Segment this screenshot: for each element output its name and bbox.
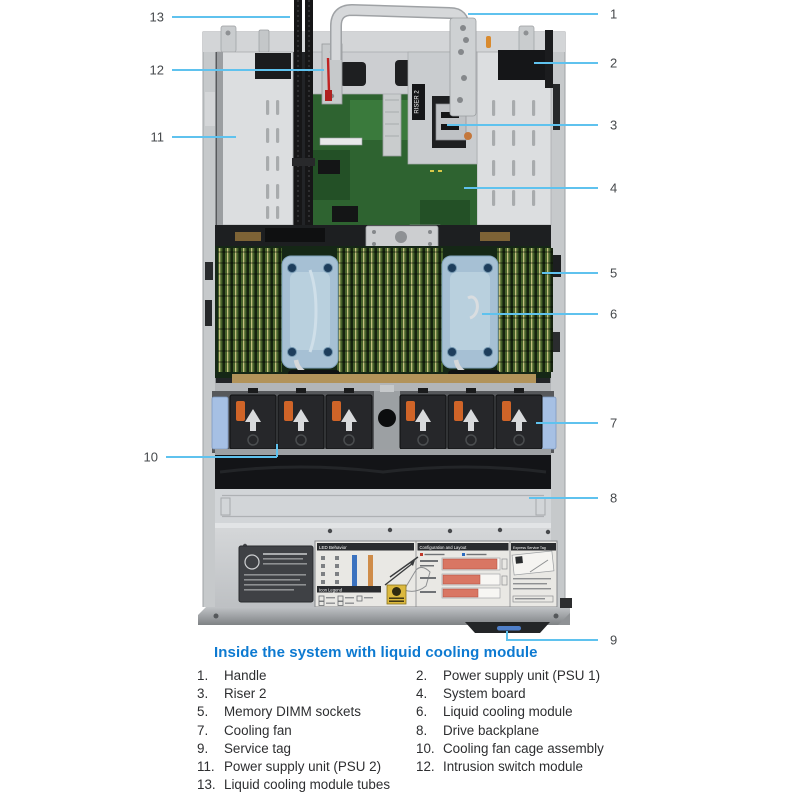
- led-orange-bar: [368, 555, 373, 587]
- legend-item-label: Service tag: [224, 740, 291, 756]
- retention-plate: [365, 225, 439, 250]
- legend-item-number: 10.: [416, 740, 435, 756]
- legend-item-label: Intrusion switch module: [443, 758, 583, 774]
- dimm-bank-left: [218, 248, 282, 372]
- legend-item-label: Cooling fan cage assembly: [443, 740, 604, 756]
- config-bars: [441, 557, 501, 599]
- configuration-layout-header: Configuration and Layout: [420, 545, 468, 550]
- black-connector: [265, 228, 325, 242]
- legend-item-9: 9. Service tag: [197, 741, 416, 759]
- legend-item-number: 7.: [197, 722, 209, 738]
- legend-item-number: 8.: [416, 722, 428, 738]
- legend-item-5: 5. Memory DIMM sockets: [197, 704, 416, 722]
- legend-item-number: 2.: [416, 668, 428, 683]
- figure-caption: Inside the system with liquid cooling mo…: [214, 644, 538, 661]
- callout-number-12: 12: [150, 63, 164, 78]
- regulatory-label: [238, 545, 314, 603]
- legend-item-2: 2. Power supply unit (PSU 1): [416, 668, 621, 686]
- legend-item-number: 13.: [197, 777, 216, 793]
- server-interior-diagram: RISER 2: [144, 0, 618, 648]
- legend-item-label: Drive backplane: [443, 722, 540, 738]
- legend-item-number: 1.: [197, 668, 209, 683]
- service-tag-illustration: [511, 550, 555, 603]
- legend-item-label: Liquid cooling module: [443, 704, 573, 720]
- legend-item-3: 3. Riser 2: [197, 686, 416, 704]
- callout-number-2: 2: [610, 56, 617, 71]
- front-flange: [198, 598, 572, 633]
- callout-number-6: 6: [610, 307, 617, 322]
- liquid-cooling-module-left: [281, 255, 339, 369]
- callout-line-10: [166, 444, 278, 458]
- riser2-label: [412, 84, 425, 120]
- callout-number-4: 4: [610, 181, 617, 196]
- callout-number-3: 3: [610, 118, 617, 133]
- legend-item-label: Riser 2: [224, 686, 267, 702]
- legend-item-number: 9.: [197, 740, 209, 756]
- legend-item-10: 10. Cooling fan cage assembly: [416, 741, 621, 759]
- drive-backplane-panel: [215, 489, 551, 523]
- callout-number-10: 10: [144, 450, 158, 465]
- service-tag: [497, 626, 521, 631]
- cooling-fan-cage-assembly: [211, 383, 557, 455]
- callout-lines: [166, 13, 598, 641]
- callout-number-13: 13: [150, 10, 164, 25]
- legend-item-8: 8. Drive backplane: [416, 723, 621, 741]
- psu1-fan-opening: [498, 50, 546, 80]
- legend-item-number: 3.: [197, 686, 209, 702]
- intrusion-switch-wire: [326, 57, 331, 93]
- legend-item-12: 12. Intrusion switch module: [416, 759, 621, 777]
- callout-number-11: 11: [151, 130, 165, 145]
- legend-item-number: 4.: [416, 686, 428, 702]
- gold-strip: [232, 374, 536, 383]
- led-blue-bar: [352, 555, 357, 587]
- liquid-cooling-tubes: [292, 0, 315, 268]
- callout-number-1: 1: [610, 7, 617, 22]
- callout-line-9: [506, 631, 598, 641]
- caution-sticker: [386, 584, 407, 605]
- fan-cage-touchpoint-left: [211, 396, 229, 450]
- information-label: LED Behavior Icon Legend: [314, 540, 558, 608]
- legend-item-7: 7. Cooling fan: [197, 723, 416, 741]
- legend-item-label: Power supply unit (PSU 1): [443, 668, 601, 683]
- handle: [330, 3, 477, 117]
- callout-number-9: 9: [610, 633, 617, 648]
- legend-item-4: 4. System board: [416, 686, 621, 704]
- callout-number-7: 7: [610, 416, 617, 431]
- callout-number-8: 8: [610, 491, 617, 506]
- handle-hinge-right: [449, 17, 477, 117]
- legend-item-number: 12.: [416, 758, 435, 774]
- legend-item-label: Cooling fan: [224, 722, 292, 738]
- liquid-cooling-module-right: [441, 255, 499, 369]
- legend-item-11: 11. Power supply unit (PSU 2): [197, 759, 416, 777]
- icon-legend-header: Icon Legend: [319, 587, 343, 592]
- legend-item-label: Memory DIMM sockets: [224, 704, 361, 720]
- dimm-bank-center: [337, 248, 443, 372]
- legend-item-number: 11.: [197, 758, 215, 774]
- legend-item-number: 5.: [197, 704, 209, 720]
- gold-connector-left: [235, 232, 261, 241]
- orange-pin: [486, 36, 491, 48]
- legend-item-number: 6.: [416, 704, 428, 720]
- psu2-bay: [216, 51, 294, 245]
- legend-item-1: 1. Handle: [197, 668, 416, 686]
- express-service-tag-header: Express Service Tag: [513, 546, 546, 550]
- memory-and-cooling-section: [215, 246, 553, 383]
- legend-item-6: 6. Liquid cooling module: [416, 704, 621, 722]
- legend-item-label: Power supply unit (PSU 2): [224, 758, 382, 774]
- riser2-label-text: RISER 2: [415, 90, 421, 114]
- legend-list: 1. Handle 2. Power supply unit (PSU 1) 3. R…: [197, 668, 621, 795]
- callout-number-5: 5: [610, 266, 617, 281]
- dimm-bank-right: [497, 248, 553, 372]
- label-panel: LED Behavior Icon Legend: [215, 523, 558, 612]
- gold-connector-right: [480, 232, 510, 241]
- legend-item-label: System board: [443, 686, 526, 702]
- led-behavior-header: LED Behavior: [319, 545, 347, 550]
- callout-numbers: 1 2 3 4 5 6 7 8 9 13 12 11 10: [144, 7, 618, 648]
- legend-item-13: 13. Liquid cooling module tubes: [197, 777, 416, 795]
- legend-item-label: Liquid cooling module tubes: [224, 777, 391, 793]
- legend-item-label: Handle: [224, 668, 267, 683]
